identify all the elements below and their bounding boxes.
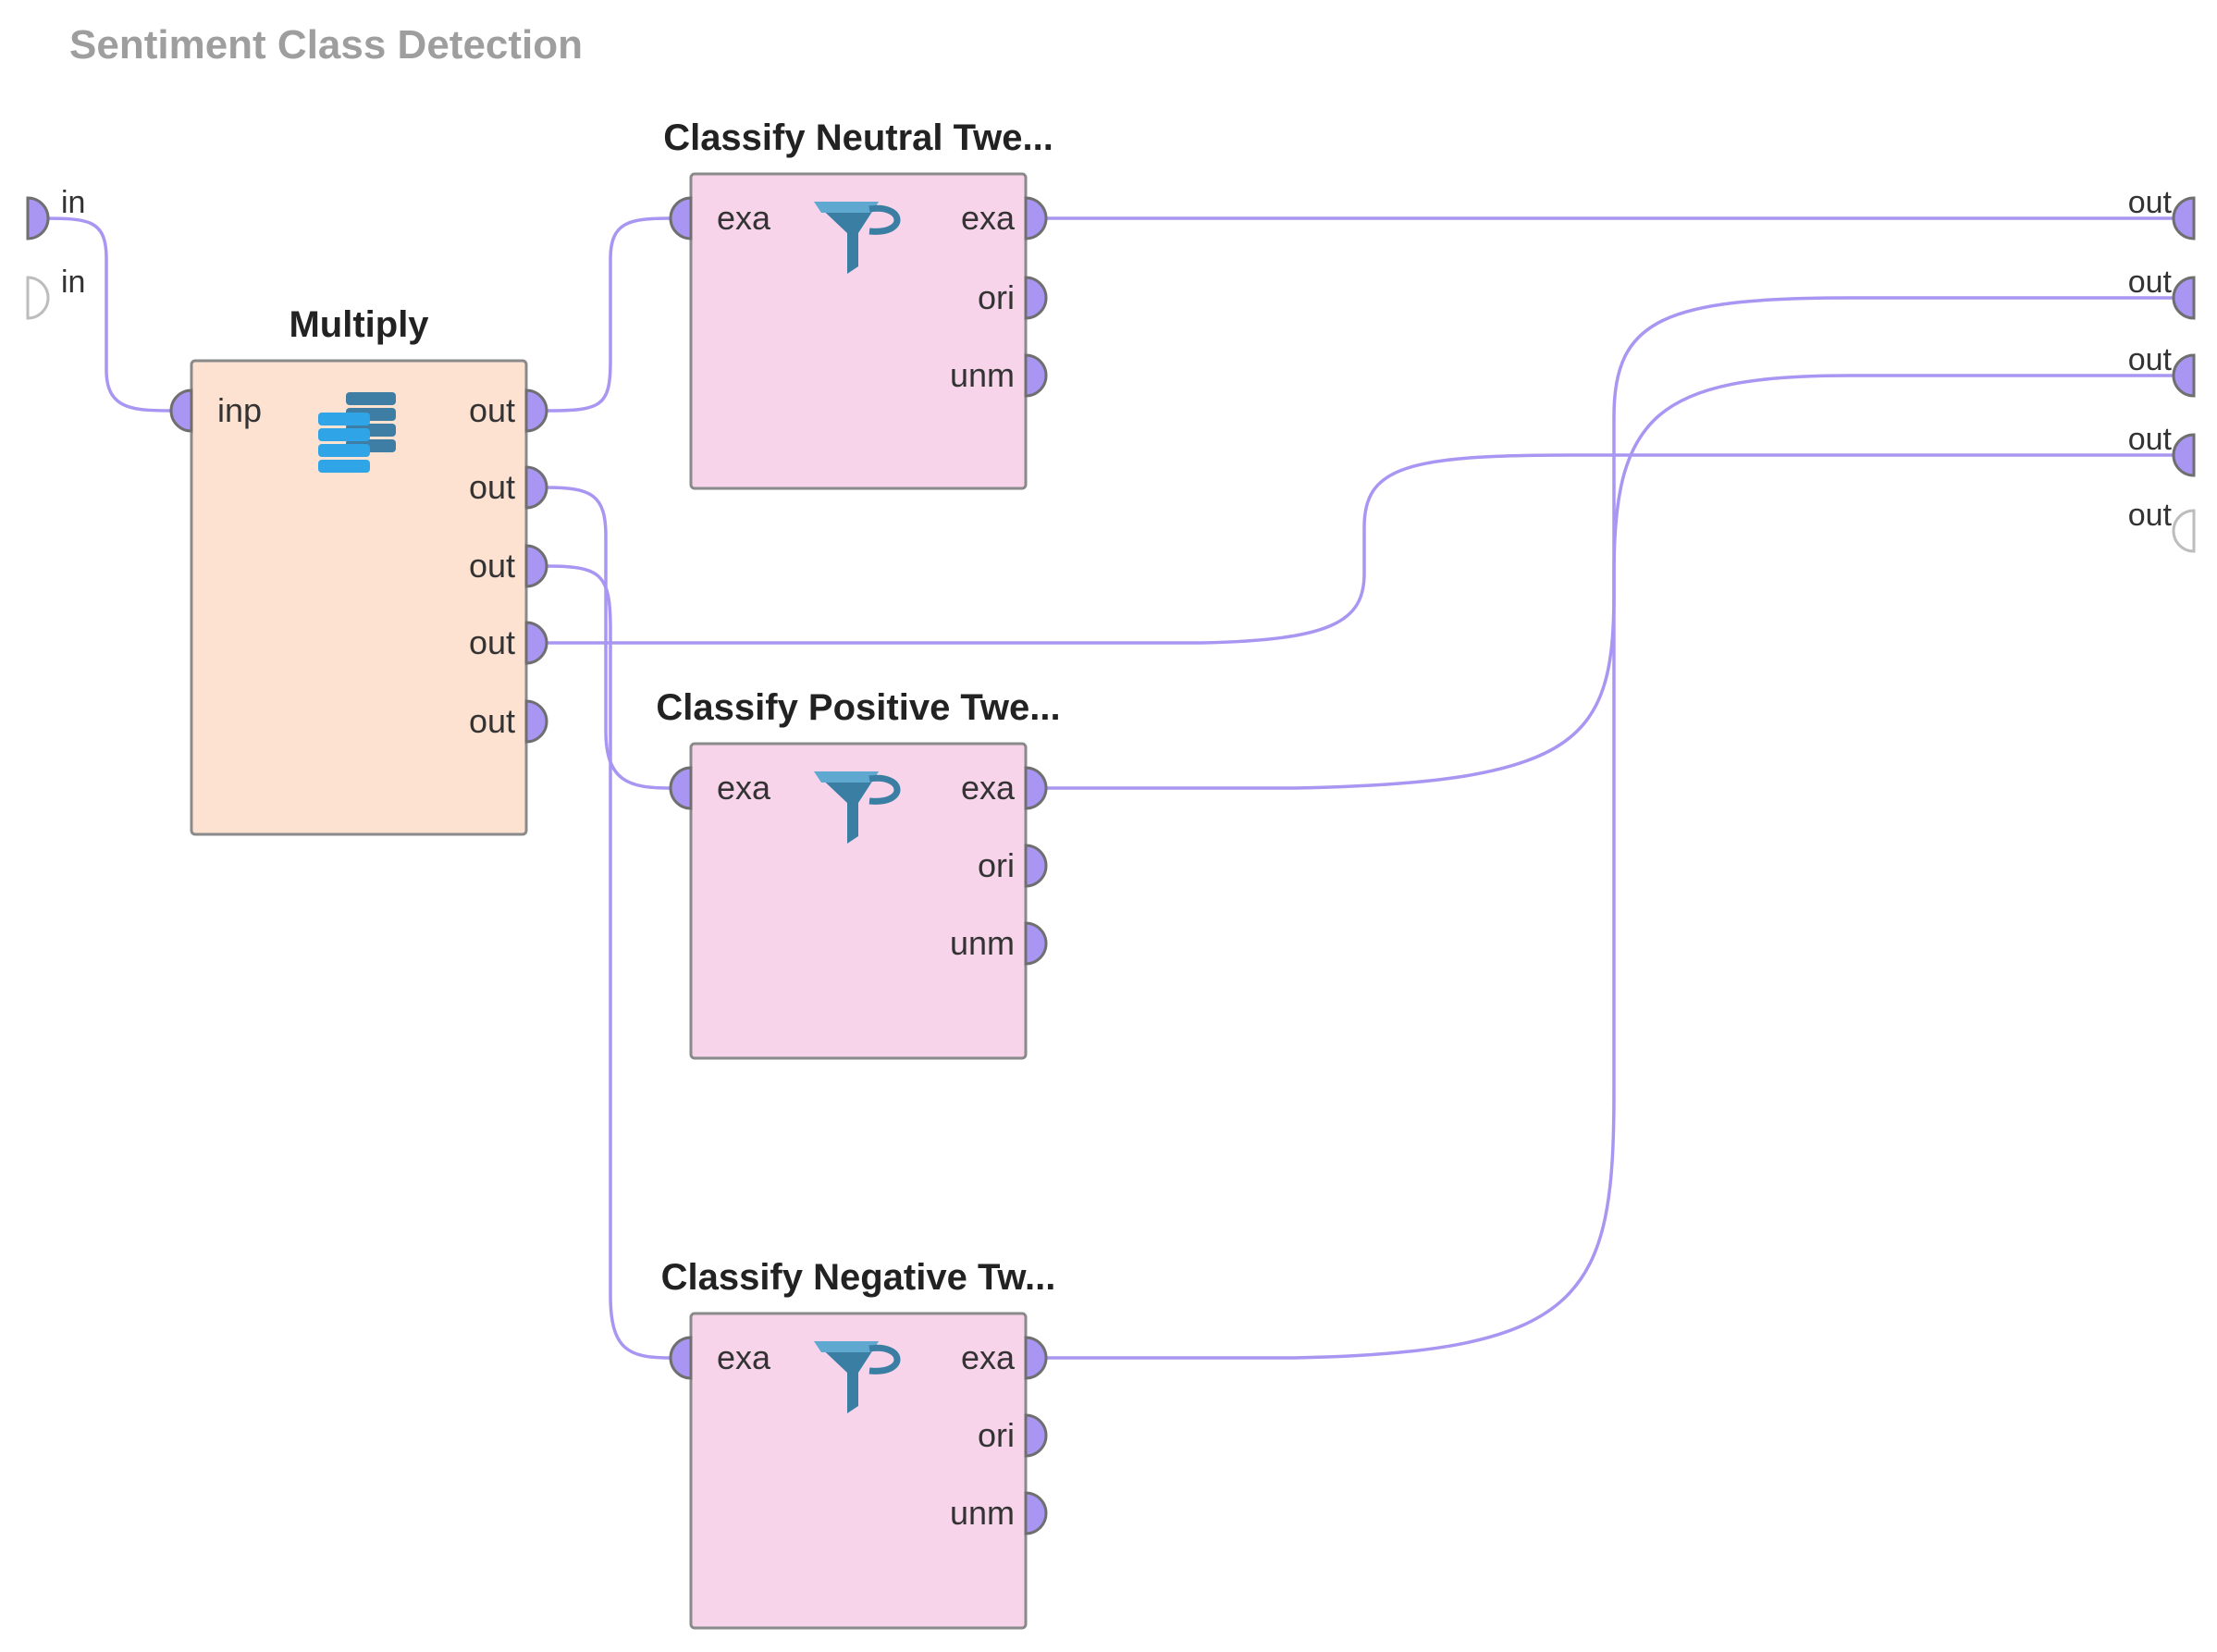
- wire-multiply-out1-to-neutral: [545, 216, 671, 413]
- wire-multiply-out4-to-process-out4: [546, 453, 2183, 645]
- operator-input-port[interactable]: [669, 766, 693, 810]
- operator-output-port[interactable]: [524, 544, 548, 588]
- process-output-label: out: [2128, 185, 2173, 220]
- operator-output-label: ori: [978, 278, 1015, 316]
- process-output-port[interactable]: [2172, 509, 2196, 553]
- operator-body[interactable]: [689, 1312, 1028, 1630]
- process-output-port[interactable]: [2172, 276, 2196, 320]
- operator-multiply[interactable]: Multiply inp out out out out out: [169, 304, 548, 836]
- process-output-port[interactable]: [2172, 433, 2196, 477]
- operator-input-port[interactable]: [669, 1336, 693, 1380]
- operator-output-port[interactable]: [1024, 1336, 1048, 1380]
- operator-output-label: out: [469, 391, 515, 429]
- operator-classify-neutral[interactable]: Classify Neutral Twe... exa exa ori unm: [663, 117, 1053, 490]
- operator-body[interactable]: [689, 742, 1028, 1060]
- operator-output-port[interactable]: [524, 388, 548, 433]
- operator-output-label: exa: [961, 1338, 1016, 1376]
- operator-title: Classify Neutral Twe...: [663, 117, 1053, 158]
- operator-title: Classify Positive Twe...: [656, 687, 1060, 728]
- operator-output-port[interactable]: [1024, 353, 1048, 398]
- process-input-label: in: [61, 265, 85, 300]
- funnel-filter-icon: [814, 771, 901, 844]
- process-output-label: out: [2128, 265, 2173, 300]
- wire-positive-to-process-out2: [1041, 296, 2183, 790]
- operator-output-label: unm: [950, 1494, 1015, 1532]
- operator-output-port[interactable]: [524, 699, 548, 744]
- operator-output-port[interactable]: [524, 621, 548, 665]
- funnel-filter-icon: [814, 202, 901, 274]
- operator-output-port[interactable]: [1024, 921, 1048, 966]
- operator-input-port[interactable]: [669, 196, 693, 240]
- operator-body[interactable]: [689, 172, 1028, 490]
- process-input-label: in: [61, 185, 85, 220]
- funnel-filter-icon: [814, 1341, 901, 1413]
- operator-body[interactable]: [190, 359, 528, 836]
- process-input-ports: in in: [26, 185, 85, 320]
- process-output-label: out: [2128, 498, 2173, 533]
- operator-output-port[interactable]: [524, 465, 548, 510]
- operator-classify-negative[interactable]: Classify Negative Tw... exa exa ori unm: [661, 1257, 1056, 1630]
- process-output-port[interactable]: [2172, 353, 2196, 398]
- process-input-port[interactable]: [26, 196, 50, 240]
- operator-output-port[interactable]: [1024, 1413, 1048, 1458]
- wire-multiply-out3-to-negative: [545, 564, 671, 1360]
- process-title: Sentiment Class Detection: [69, 22, 583, 68]
- process-output-label: out: [2128, 342, 2173, 377]
- operator-output-label: unm: [950, 356, 1015, 394]
- operator-input-label: exa: [717, 1338, 771, 1376]
- operator-classify-positive[interactable]: Classify Positive Twe... exa exa ori unm: [656, 687, 1061, 1060]
- operator-input-label: inp: [217, 391, 262, 429]
- operator-title: Classify Negative Tw...: [661, 1257, 1056, 1298]
- operator-output-label: out: [469, 702, 515, 740]
- operator-output-label: out: [469, 547, 515, 585]
- operator-output-port[interactable]: [1024, 766, 1048, 810]
- process-output-port[interactable]: [2172, 196, 2196, 240]
- operator-output-label: out: [469, 623, 515, 661]
- operator-title: Multiply: [289, 304, 429, 345]
- process-output-ports: out out out out out: [2128, 185, 2196, 553]
- operator-output-label: unm: [950, 924, 1015, 962]
- operator-output-port[interactable]: [1024, 1491, 1048, 1535]
- operator-output-label: out: [469, 468, 515, 506]
- wire-in-to-multiply: [36, 216, 177, 413]
- operator-output-port[interactable]: [1024, 196, 1048, 240]
- operator-input-label: exa: [717, 769, 771, 807]
- data-multiply-icon: [318, 392, 396, 473]
- connections: [36, 216, 2183, 1360]
- operator-output-label: exa: [961, 769, 1016, 807]
- operator-input-port[interactable]: [169, 388, 193, 433]
- process-input-port[interactable]: [26, 276, 50, 320]
- operator-output-label: ori: [978, 846, 1015, 884]
- operator-output-port[interactable]: [1024, 844, 1048, 888]
- operator-output-label: exa: [961, 199, 1016, 237]
- operator-output-label: ori: [978, 1416, 1015, 1454]
- wire-negative-to-process-out3: [1041, 374, 2183, 1360]
- wire-multiply-out2-to-positive: [545, 486, 671, 790]
- process-output-label: out: [2128, 422, 2173, 457]
- operator-output-port[interactable]: [1024, 276, 1048, 320]
- operator-input-label: exa: [717, 199, 771, 237]
